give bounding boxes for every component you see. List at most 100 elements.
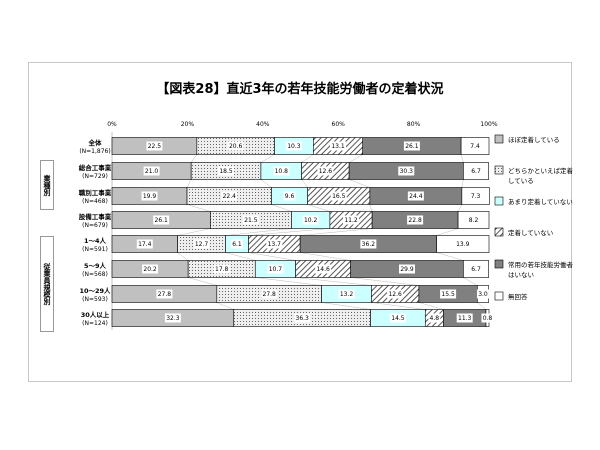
connector-line xyxy=(460,154,464,163)
data-label: 30.3 xyxy=(400,168,414,175)
category-n-label: (N=679) xyxy=(82,222,108,229)
data-label: 17.8 xyxy=(215,266,229,273)
data-label-bg xyxy=(399,264,416,274)
connector-line xyxy=(186,179,192,188)
x-tick-label: 0% xyxy=(107,121,117,128)
data-label: 27.8 xyxy=(158,291,172,298)
data-label: 3.0 xyxy=(478,291,488,298)
data-label: 20.2 xyxy=(143,266,157,273)
connector-line xyxy=(248,228,330,236)
data-label: 26.1 xyxy=(405,143,419,150)
data-label: 13.2 xyxy=(340,291,354,298)
data-label: 12.7 xyxy=(195,241,209,248)
connector-line xyxy=(477,302,487,310)
data-label: 8.2 xyxy=(469,217,479,224)
data-label: 10.2 xyxy=(304,217,318,224)
data-label-bg xyxy=(227,141,244,151)
data-label: 17.4 xyxy=(138,241,152,248)
data-label: 10.8 xyxy=(275,168,289,175)
data-label-bg xyxy=(343,215,360,225)
x-tick-label: 20% xyxy=(181,121,195,128)
legend-label: ほぼ定着している xyxy=(508,135,560,144)
connector-line xyxy=(457,204,463,212)
data-label: 14.6 xyxy=(316,266,330,273)
connector-line xyxy=(188,277,217,286)
data-label-bg xyxy=(428,313,441,323)
data-label-bg xyxy=(469,191,482,201)
chart-title: 【図表28】直近3年の若年技能労働者の定着状況 xyxy=(156,82,444,97)
connector-line xyxy=(349,179,370,188)
connector-line xyxy=(369,204,373,212)
connector-line xyxy=(190,154,198,163)
data-label-bg xyxy=(407,191,424,201)
legend-swatch xyxy=(494,134,504,144)
legend-label: あまり定着していない xyxy=(508,197,573,206)
connector-line xyxy=(350,277,419,286)
data-label-bg xyxy=(454,239,471,249)
data-label: 10.3 xyxy=(287,143,301,150)
connector-line xyxy=(248,252,296,261)
data-label: 36.2 xyxy=(362,241,376,248)
connector-line xyxy=(436,252,464,261)
data-label-bg xyxy=(141,191,158,201)
data-label: 16.5 xyxy=(332,193,346,200)
category-n-label: (N=568) xyxy=(82,271,108,278)
data-label-bg xyxy=(315,264,332,274)
data-label: 18.5 xyxy=(219,168,233,175)
data-label-bg xyxy=(156,289,173,299)
data-label-bg xyxy=(283,191,296,201)
legend-label: している xyxy=(508,177,534,185)
data-label: 22.5 xyxy=(148,143,162,150)
data-label: 13.7 xyxy=(268,241,282,248)
data-label: 22.8 xyxy=(408,217,422,224)
connector-line xyxy=(301,179,308,188)
legend-label: どちらかといえば定着 xyxy=(508,166,574,175)
category-label: 30人以上 xyxy=(81,310,110,319)
data-label: 11.2 xyxy=(344,217,358,224)
connector-line xyxy=(300,252,351,261)
category-n-label: (N=124) xyxy=(82,320,108,327)
data-label-bg xyxy=(230,239,243,249)
category-label: 職別工事業 xyxy=(79,188,112,197)
data-label-bg xyxy=(221,191,238,201)
connector-line xyxy=(225,228,292,236)
category-n-label: (N=593) xyxy=(82,296,108,303)
data-label: 21.0 xyxy=(145,168,159,175)
connector-line xyxy=(260,154,275,163)
data-label: 6.1 xyxy=(232,241,242,248)
legend-label: 無回答 xyxy=(508,292,528,301)
data-label-bg xyxy=(338,289,355,299)
data-label-bg xyxy=(481,313,494,323)
data-label: 12.6 xyxy=(388,291,402,298)
connector-line xyxy=(371,302,426,310)
data-label: 13.1 xyxy=(331,143,345,150)
data-label-bg xyxy=(403,141,420,151)
data-label-bg xyxy=(294,313,311,323)
data-label: 20.6 xyxy=(229,143,243,150)
data-label: 26.1 xyxy=(155,217,169,224)
data-label-bg xyxy=(456,313,473,323)
data-label-bg xyxy=(440,289,457,299)
legend-label: はいない xyxy=(508,271,534,279)
category-label: 設備工事業 xyxy=(79,212,112,221)
connector-line xyxy=(301,154,314,163)
data-label: 7.3 xyxy=(471,193,481,200)
connector-line xyxy=(260,179,272,188)
data-label: 14.5 xyxy=(391,315,405,322)
data-label-bg xyxy=(302,215,319,225)
legend-swatch xyxy=(494,259,504,269)
data-label-bg xyxy=(330,141,347,151)
connector-line xyxy=(225,252,256,261)
legend-swatch xyxy=(494,227,504,237)
connector-line xyxy=(186,204,211,212)
data-label-bg xyxy=(407,215,424,225)
data-label-bg xyxy=(398,166,415,176)
connector-line xyxy=(177,228,211,236)
category-n-label: (N=591) xyxy=(82,246,108,253)
data-label: 22.4 xyxy=(223,193,237,200)
group-label-industry: 業種別 xyxy=(40,160,54,210)
data-label-bg xyxy=(218,166,235,176)
data-label: 21.5 xyxy=(244,217,258,224)
data-label-bg xyxy=(360,239,377,249)
data-label: 10.7 xyxy=(269,266,283,273)
